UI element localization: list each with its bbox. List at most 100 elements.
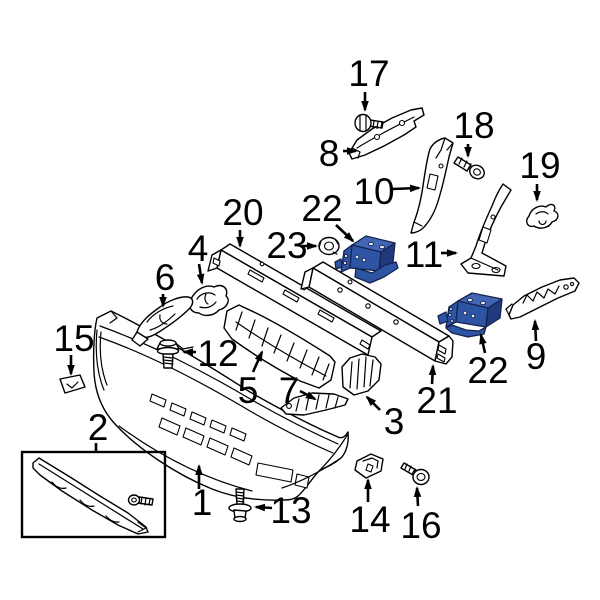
stay-left-end-face <box>378 242 396 272</box>
clip-19-body <box>526 203 559 229</box>
bolt-13-head-bottom <box>233 515 247 523</box>
stay-right-top-hole-2 <box>480 300 486 306</box>
part-label-5: 5 <box>238 370 259 411</box>
callout-arrow-9 <box>531 319 540 342</box>
nut-facets <box>318 238 339 255</box>
bracket-7-outline <box>280 392 349 416</box>
stay-left-front-hole-2 <box>361 257 367 263</box>
grille-slots-upper-row <box>149 393 247 442</box>
stay-left-tab <box>334 258 343 270</box>
bolt-17-facets <box>359 114 383 132</box>
bracket-6-squiggles <box>146 305 176 331</box>
bolt-12-head-top <box>159 339 177 347</box>
retainer-clip-14 <box>354 453 384 479</box>
flanged-nut <box>318 236 340 256</box>
bumper-top-folds <box>98 310 339 454</box>
bracket-11-hole <box>490 214 496 220</box>
stay-left-hook <box>354 261 399 284</box>
bracket-finned <box>341 353 382 396</box>
impact-bar-cap-holes <box>436 344 447 363</box>
stay-left-flange-hole-1 <box>343 253 349 259</box>
callout-arrow-10 <box>391 184 421 193</box>
stay-right-front-hole-2 <box>470 313 476 319</box>
absorber-bar-hole-1 <box>259 261 265 267</box>
bracket-9-ridges <box>505 285 560 316</box>
grille-slots-lower-row <box>158 417 253 466</box>
part-label-16: 16 <box>400 505 441 546</box>
bracket-tall-right <box>460 183 512 277</box>
impact-bar <box>300 261 454 365</box>
bracket-7-hatching <box>295 394 339 412</box>
stay-left-top-hole-1 <box>368 241 374 247</box>
bracket-11-slot <box>478 226 492 244</box>
callout-arrow-4 <box>196 263 205 285</box>
stay-right-hook <box>445 324 487 338</box>
hex-bolt-12 <box>156 339 180 369</box>
retainer-clip-19 <box>526 203 559 229</box>
part-label-22: 22 <box>467 350 508 391</box>
absorber-pad-outline <box>223 304 336 389</box>
impact-bar-hole-4 <box>347 279 353 285</box>
bolt-13-shank <box>235 488 245 506</box>
stay-right-flange-hole-1 <box>449 307 453 311</box>
part-label-19: 19 <box>519 145 560 186</box>
clip-15-notch <box>66 381 79 389</box>
bracket-9-hole-1 <box>563 284 569 290</box>
round-screw-16 <box>400 462 430 486</box>
clip-19-details <box>535 211 549 226</box>
part-label-23: 23 <box>266 225 307 266</box>
bracket-3-outline <box>341 353 382 396</box>
impact-bar-left-cap <box>300 267 314 290</box>
part-label-6: 6 <box>155 257 176 298</box>
bracket-small-wavy <box>188 284 229 317</box>
impact-bar-hole-2 <box>365 303 371 309</box>
callout-arrow-13 <box>254 503 273 512</box>
bolt-16-threads <box>404 463 416 475</box>
bumper-stay-left-highlighted <box>334 235 399 284</box>
callout-arrow-21 <box>428 364 437 385</box>
trim-screw <box>127 494 154 506</box>
callout-arrow-5 <box>251 350 264 373</box>
bracket-6-foot <box>131 331 149 347</box>
clip-14-slot <box>365 463 374 473</box>
impact-bar-hole-1 <box>337 287 343 293</box>
part-label-17: 17 <box>348 53 389 94</box>
trim-screw-head-center <box>131 497 137 503</box>
clip-14-detail <box>362 457 379 469</box>
callout-arrow-3 <box>365 395 381 411</box>
bolt-18-threads <box>458 157 472 170</box>
part-label-12: 12 <box>197 333 238 374</box>
part-label-3: 3 <box>384 401 405 442</box>
stay-right-arm <box>437 311 449 325</box>
callout-arrow-22 <box>335 224 355 243</box>
flange-bolt-18 <box>453 156 485 180</box>
absorber-pad-ribs <box>235 311 330 381</box>
absorber-bar-slots <box>212 257 371 350</box>
part-label-18: 18 <box>453 105 494 146</box>
part-label-4: 4 <box>188 228 209 269</box>
part-label-21: 21 <box>416 380 457 421</box>
bolt-13-threads <box>235 491 245 503</box>
bracket-6-outline <box>136 296 194 338</box>
bracket-4-squiggles <box>196 292 217 309</box>
part-label-20: 20 <box>222 192 263 233</box>
bracket-10-prongs <box>413 137 454 227</box>
stay-left-flange-hole-2 <box>342 260 348 266</box>
part-label-11: 11 <box>405 234 443 275</box>
part-label-10: 10 <box>353 171 394 212</box>
bracket-8-hole-2 <box>398 119 406 127</box>
retainer-clip-15 <box>59 374 86 394</box>
part-label-8: 8 <box>319 133 340 174</box>
bracket-10-slot <box>426 173 439 191</box>
trim-strip-details <box>38 463 147 533</box>
inset-frame <box>20 450 167 539</box>
bracket-3-fins <box>349 356 374 390</box>
bolt-12-threads <box>162 356 174 365</box>
bolt-17-head <box>354 113 372 133</box>
stay-left-front-hole-1 <box>354 254 360 260</box>
stay-left-top-hole-2 <box>379 244 385 250</box>
bolt-18-head-center <box>473 168 481 176</box>
